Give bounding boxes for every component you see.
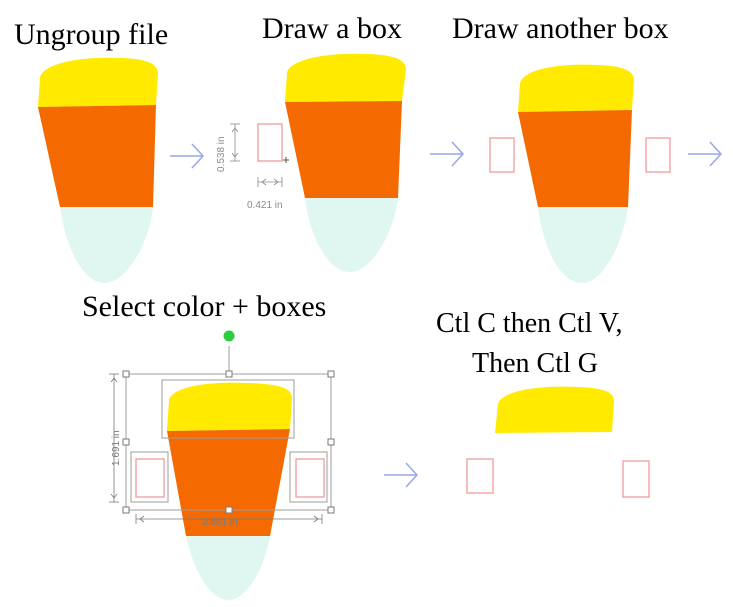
candy-orange-band: [38, 105, 156, 207]
right-arrow-icon: [384, 462, 419, 488]
right-box[interactable]: [645, 137, 671, 173]
resize-handle[interactable]: [225, 370, 233, 378]
right-arrow-icon: [430, 141, 465, 167]
resize-handle[interactable]: [327, 438, 335, 446]
box-height-label: 0.538 in: [216, 136, 227, 172]
left-box[interactable]: [135, 458, 165, 498]
step1-caption: Ungroup file: [14, 18, 168, 51]
resize-handles[interactable]: [122, 370, 335, 514]
candy-orange-band: [285, 101, 402, 198]
right-box[interactable]: [622, 460, 650, 498]
candy-mint-tip: [305, 198, 398, 272]
left-box[interactable]: [466, 458, 494, 494]
resize-handle[interactable]: [122, 438, 130, 446]
resize-handle[interactable]: [122, 506, 130, 514]
right-arrow-icon: [170, 143, 205, 169]
resize-handle[interactable]: [225, 506, 233, 514]
selection-width-measure: [135, 514, 323, 524]
selection-width-label: 2.861 in: [202, 517, 238, 528]
step5-caption-line2: Then Ctl G: [472, 348, 598, 379]
step3-caption: Draw another box: [452, 12, 669, 45]
box-width-measure: [257, 177, 283, 187]
resize-handle[interactable]: [122, 370, 130, 378]
selection-height-measure: [109, 373, 119, 503]
step4-caption: Select color + boxes: [82, 290, 326, 323]
drawn-box[interactable]: [257, 123, 283, 162]
step2-caption: Draw a box: [262, 12, 402, 45]
candy-mint-tip: [538, 207, 628, 283]
candy-yellow-band: [285, 53, 406, 102]
candy-orange-band: [518, 110, 632, 207]
candy-corn-step4: [167, 382, 292, 600]
rotate-handle-icon[interactable]: [223, 330, 235, 342]
candy-corn-step1: [38, 57, 158, 283]
candy-corn-step3: [518, 64, 634, 283]
resize-handle[interactable]: [327, 370, 335, 378]
step5-caption-line1: Ctl C then Ctl V,: [436, 308, 622, 339]
cursor-crosshair-icon: [283, 157, 289, 163]
candy-yellow-band: [38, 57, 158, 107]
right-box[interactable]: [295, 458, 325, 498]
left-box[interactable]: [489, 137, 515, 173]
candy-orange-band: [167, 429, 290, 536]
yellow-top-piece: [495, 386, 614, 433]
right-arrow-icon: [688, 141, 723, 167]
candy-mint-tip: [186, 536, 270, 600]
candy-yellow-band: [518, 64, 634, 112]
box-width-label: 0.421 in: [247, 200, 283, 211]
candy-yellow-band: [167, 382, 292, 431]
candy-mint-tip: [60, 207, 153, 283]
candy-corn-step2: [285, 53, 406, 272]
box-height-measure: [230, 123, 240, 162]
resize-handle[interactable]: [327, 506, 335, 514]
selection-height-label: 1.691 in: [111, 430, 122, 466]
